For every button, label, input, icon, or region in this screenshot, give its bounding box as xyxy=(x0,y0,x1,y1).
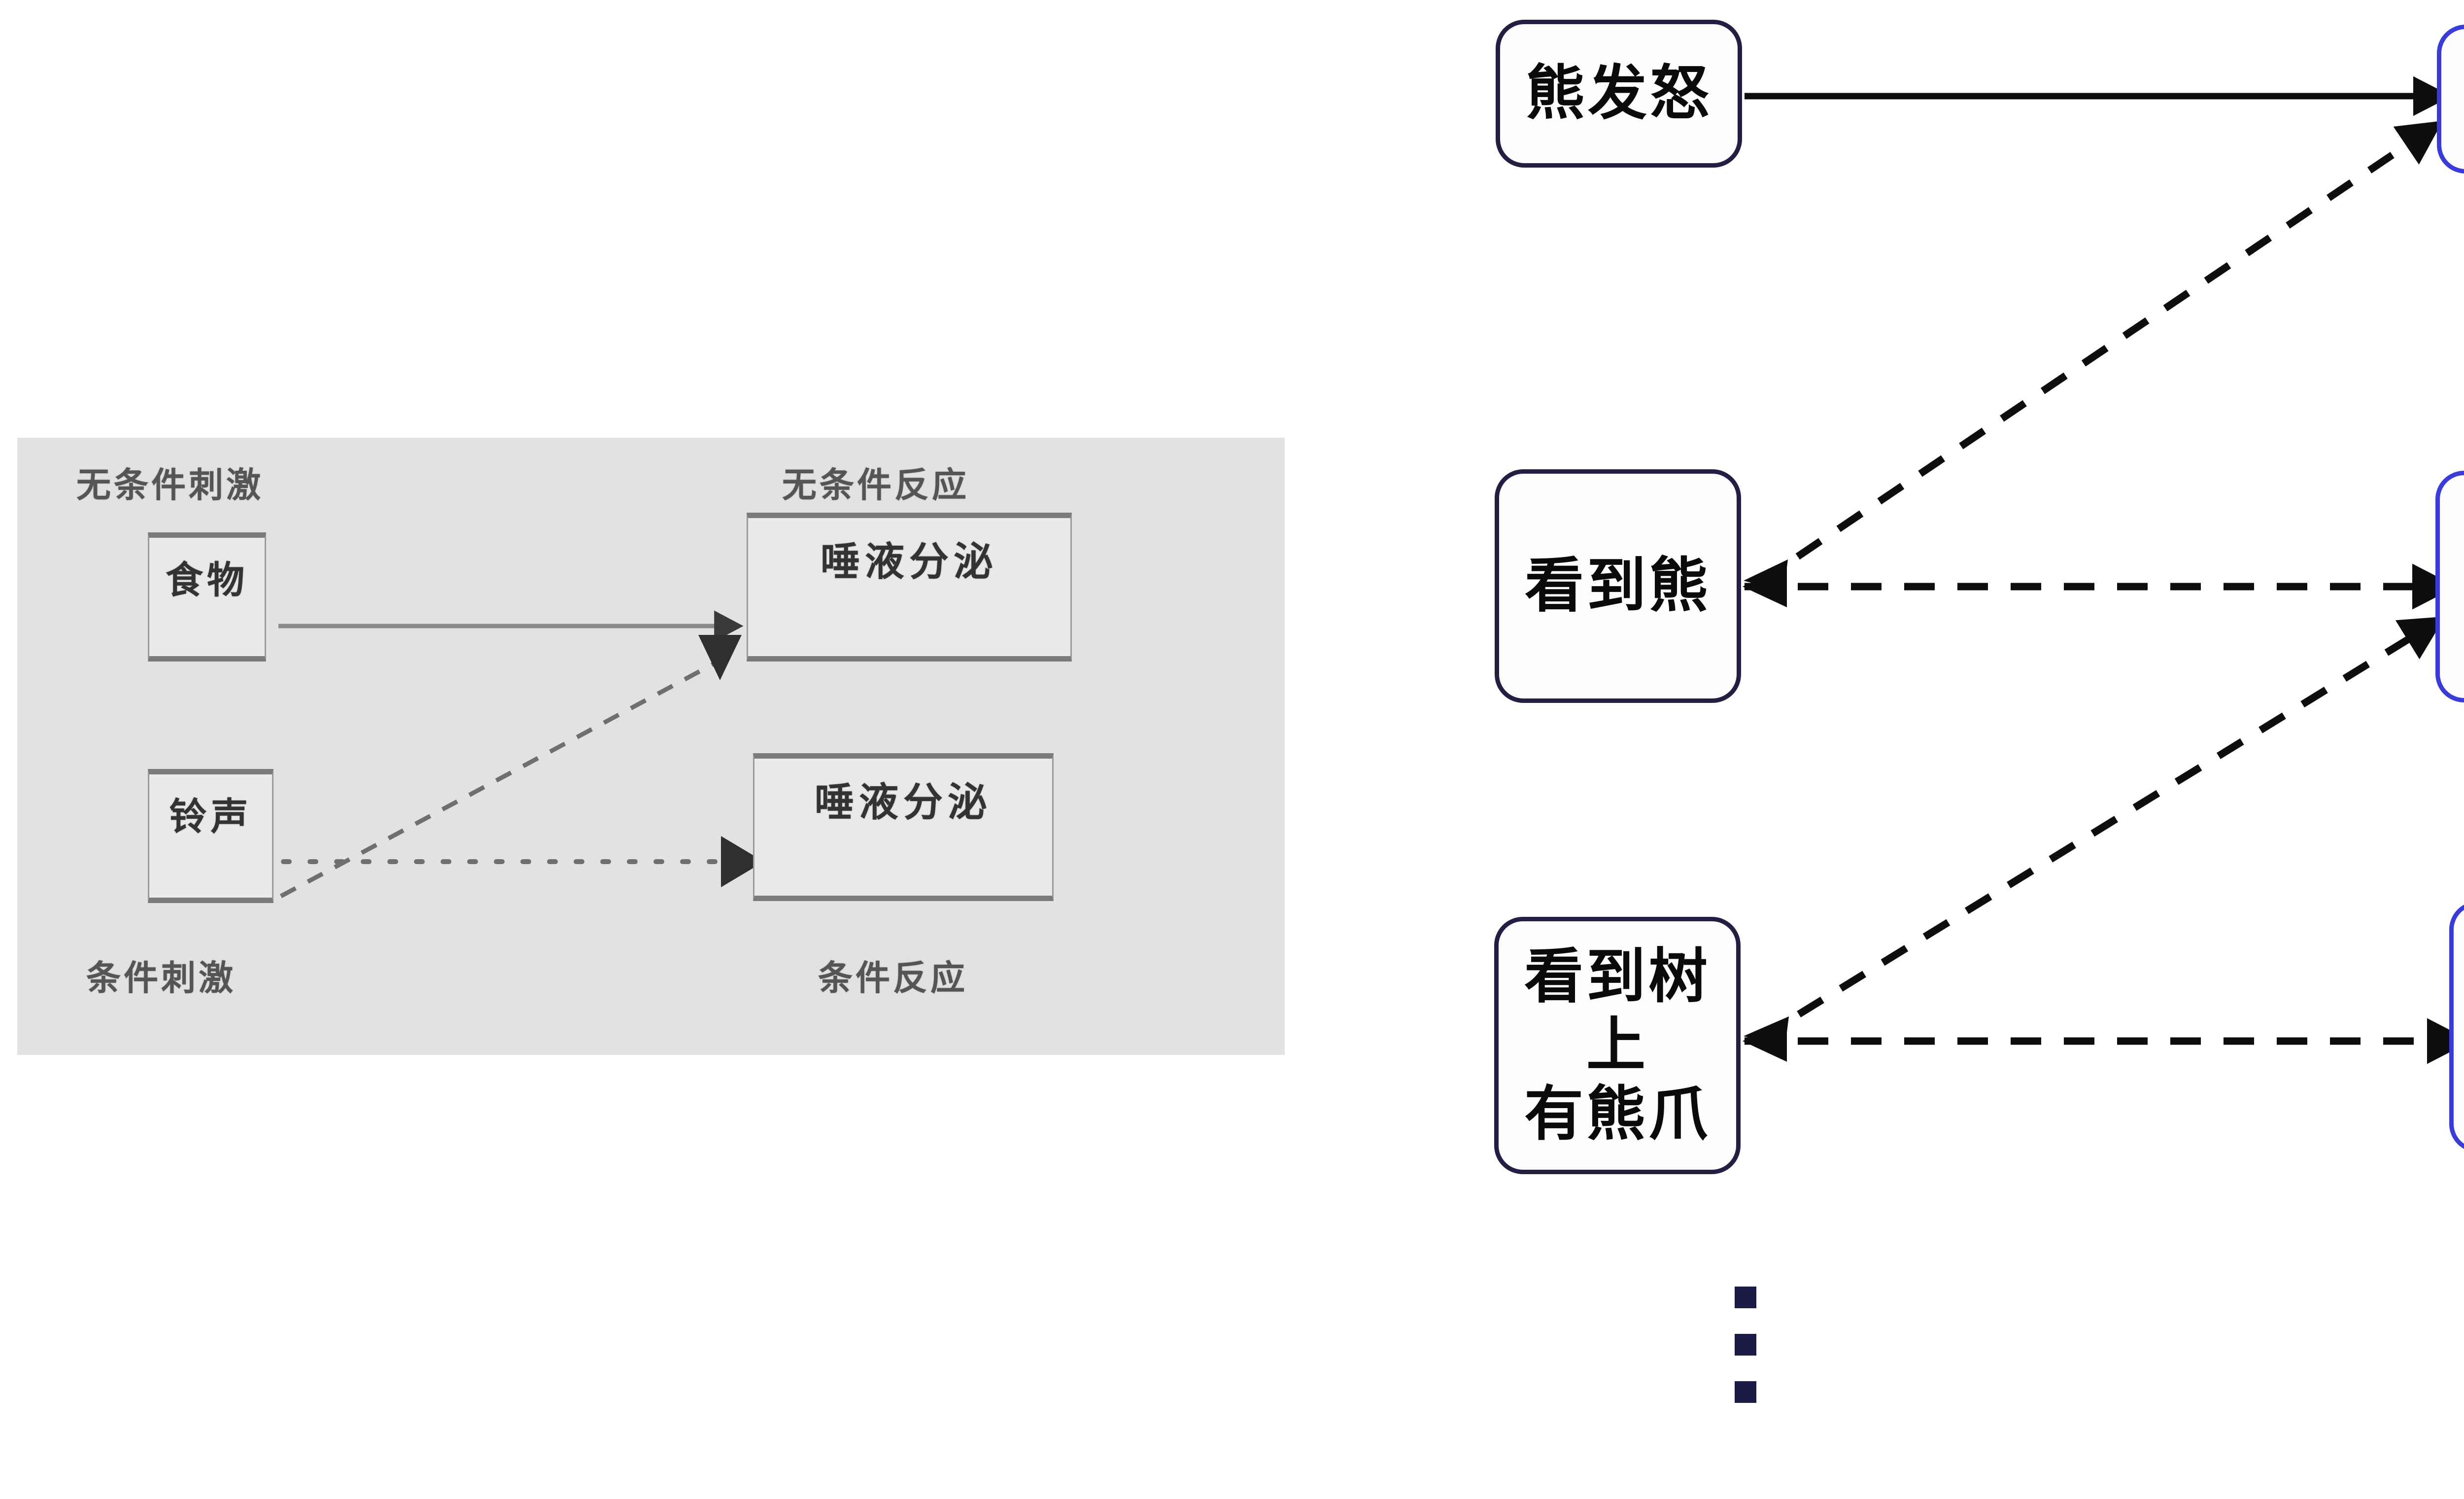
pavlov-box-salivation-conditioned: 唾液分泌 xyxy=(753,753,1054,901)
ellipsis-dot xyxy=(1735,1334,1756,1356)
ellipsis-left-column xyxy=(1735,1287,1756,1429)
rl-box-see-paw-line-1: 看到树上 xyxy=(1524,943,1711,1079)
arrow-bell-to-ucr-diagonal xyxy=(279,635,742,898)
rl-box-see-bear-label: 看到熊 xyxy=(1525,553,1711,619)
pavlov-label-unconditioned-stimulus: 无条件刺激 xyxy=(76,466,264,504)
pavlov-label-conditioned-stimulus: 条件刺激 xyxy=(86,959,236,997)
rl-box-see-bear[interactable]: 看到熊 xyxy=(1495,469,1741,703)
arrow-see-paw-to-value-s-prime xyxy=(1744,616,2445,1048)
rl-box-value-s-prime[interactable]: V(s′) xyxy=(2435,471,2464,702)
pavlov-box-bell-label: 铃声 xyxy=(169,796,252,838)
ellipsis-dot xyxy=(1735,1287,1756,1308)
pavlov-box-salivation-conditioned-label: 唾液分泌 xyxy=(815,780,992,824)
pavlov-label-unconditioned-response: 无条件反应 xyxy=(782,466,969,504)
pavlov-box-salivation-unconditioned: 唾液分泌 xyxy=(747,513,1072,662)
pavlov-box-salivation-unconditioned-label: 唾液分泌 xyxy=(821,540,998,584)
arrow-see-bear-to-reward xyxy=(1744,121,2443,592)
ellipsis-dot xyxy=(1735,1381,1756,1403)
arrow-see-bear-to-value-s-prime xyxy=(1743,563,2457,610)
rl-bootstrap-panel: 熊发怒 看到熊 看到树上 有熊爪 奖励 V(s′) V(s) xyxy=(1469,0,2464,1499)
rl-arrows-layer xyxy=(1743,76,2464,1064)
pavlov-label-conditioned-response: 条件反应 xyxy=(818,959,968,997)
rl-box-see-paw-line-2: 有熊爪 xyxy=(1524,1081,1711,1147)
arrow-bell-to-cr xyxy=(281,836,764,887)
rl-box-value-s[interactable]: V(s) xyxy=(2449,901,2464,1152)
rl-box-bear-angry[interactable]: 熊发怒 xyxy=(1496,20,1742,168)
rl-box-see-paw-on-tree[interactable]: 看到树上 有熊爪 xyxy=(1494,917,1741,1174)
arrow-see-paw-to-value-s xyxy=(1743,1018,2464,1064)
pavlov-box-bell: 铃声 xyxy=(148,769,274,903)
rl-box-see-paw-on-tree-label: 看到树上 有熊爪 xyxy=(1499,942,1736,1149)
pavlov-arrows-layer xyxy=(278,610,764,898)
rl-box-bear-angry-label: 熊发怒 xyxy=(1526,60,1712,127)
pavlov-box-food-label: 食物 xyxy=(166,559,248,601)
pavlov-box-food: 食物 xyxy=(148,532,266,662)
rl-box-reward[interactable]: 奖励 xyxy=(2437,25,2464,174)
pavlov-conditioning-panel: 无条件刺激 无条件反应 条件刺激 条件反应 食物 铃声 唾液分泌 唾液分泌 xyxy=(17,438,1285,1055)
